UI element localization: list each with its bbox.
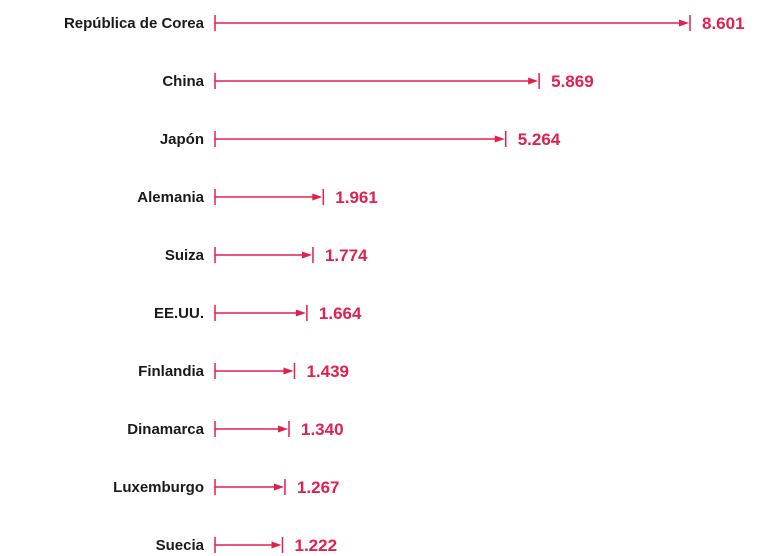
- value-label: 1.222: [294, 536, 337, 555]
- bar-arrowhead: [312, 193, 323, 201]
- bar-arrowhead: [271, 541, 282, 549]
- category-label: Dinamarca: [127, 421, 204, 438]
- bar-arrowhead: [301, 251, 312, 259]
- value-label: 1.774: [325, 246, 368, 265]
- value-label: 1.664: [319, 304, 362, 323]
- category-label: EE.UU.: [154, 305, 204, 322]
- bar-arrowhead: [295, 309, 306, 317]
- value-label: 1.340: [301, 420, 344, 439]
- bar-arrowhead: [494, 135, 505, 143]
- bar-row: Finlandia 1.439: [138, 362, 349, 381]
- category-label: Japón: [160, 131, 204, 148]
- bar-row: Alemania 1.961: [137, 188, 378, 207]
- bar-arrowhead: [679, 19, 689, 27]
- value-label: 1.267: [297, 478, 340, 497]
- category-label: China: [162, 73, 204, 90]
- bar-row: Suecia 1.222: [156, 536, 337, 555]
- category-label: República de Corea: [64, 15, 205, 32]
- value-label: 1.961: [335, 188, 378, 207]
- bar-row: República de Corea 8.601: [64, 14, 745, 33]
- category-label: Suiza: [165, 247, 205, 264]
- bar-row: Suiza 1.774: [165, 246, 368, 265]
- bar-row: Dinamarca 1.340: [127, 420, 343, 439]
- bar-row: EE.UU. 1.664: [154, 304, 362, 323]
- category-label: Suecia: [156, 537, 205, 554]
- bar-arrowhead: [528, 77, 539, 85]
- category-label: Finlandia: [138, 363, 204, 380]
- value-label: 1.439: [306, 362, 349, 381]
- value-label: 5.264: [518, 130, 561, 149]
- bar-arrowhead: [283, 367, 294, 375]
- bar-row: China 5.869: [162, 72, 593, 91]
- bar-row: Luxemburgo 1.267: [113, 478, 339, 497]
- bar-row: Japón 5.264: [160, 130, 561, 149]
- category-label: Alemania: [137, 189, 204, 206]
- bar-arrowhead: [273, 483, 284, 491]
- category-label: Luxemburgo: [113, 479, 204, 496]
- value-label: 8.601: [702, 14, 745, 33]
- bar-arrowhead: [278, 425, 289, 433]
- value-label: 5.869: [551, 72, 594, 91]
